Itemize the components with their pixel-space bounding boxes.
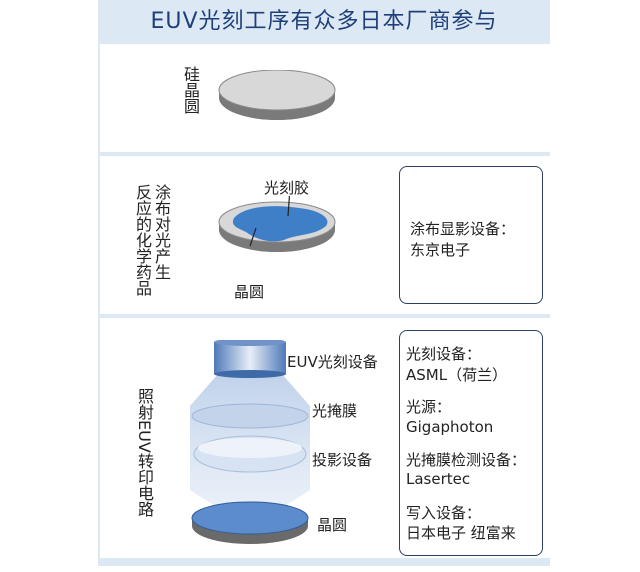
light-source-company: Gigaphoton xyxy=(406,418,494,436)
lithography-tool-company: ASML（荷兰） xyxy=(406,366,508,384)
chevron-down-icon xyxy=(100,152,550,188)
resist-side-label-col1: 反应的化学药品 xyxy=(133,184,152,296)
light-source-title: 光源： xyxy=(406,398,452,416)
mask-inspection-company: Lasertec xyxy=(406,470,471,488)
euv-suppliers-box xyxy=(399,330,543,556)
coater-developer-title: 涂布显影设备： xyxy=(410,220,516,238)
resist-side-label-col2: 涂布对光产生 xyxy=(152,184,171,280)
euv-optics-illustration xyxy=(190,340,310,544)
euv-lithography-label: EUV光刻设备 xyxy=(287,353,378,371)
silicon-wafer-disk xyxy=(218,70,336,120)
photoresist-label: 光刻胶 xyxy=(264,179,310,197)
coater-developer-box xyxy=(399,166,543,304)
coated-wafer-label: 晶圆 xyxy=(234,283,265,301)
silicon-wafer-side-label: 硅晶圆 xyxy=(181,66,200,114)
coater-developer-company: 东京电子 xyxy=(410,241,471,259)
projection-label: 投影设备 xyxy=(312,451,373,469)
chevron-down-icon xyxy=(100,314,550,352)
photomask-label: 光掩膜 xyxy=(312,402,358,420)
coated-wafer-disk xyxy=(218,196,336,252)
diagram-title: EUV光刻工序有众多日本厂商参与 xyxy=(150,9,498,34)
euv-side-label: 照射EUV转印电路 xyxy=(135,388,154,517)
mask-inspection-title: 光掩膜检测设备： xyxy=(406,451,527,469)
writer-title: 写入设备： xyxy=(406,504,482,522)
writer-company: 日本电子 纽富来 xyxy=(406,524,516,542)
lithography-tool-title: 光刻设备： xyxy=(406,345,482,363)
exposure-wafer-label: 晶圆 xyxy=(317,516,348,534)
